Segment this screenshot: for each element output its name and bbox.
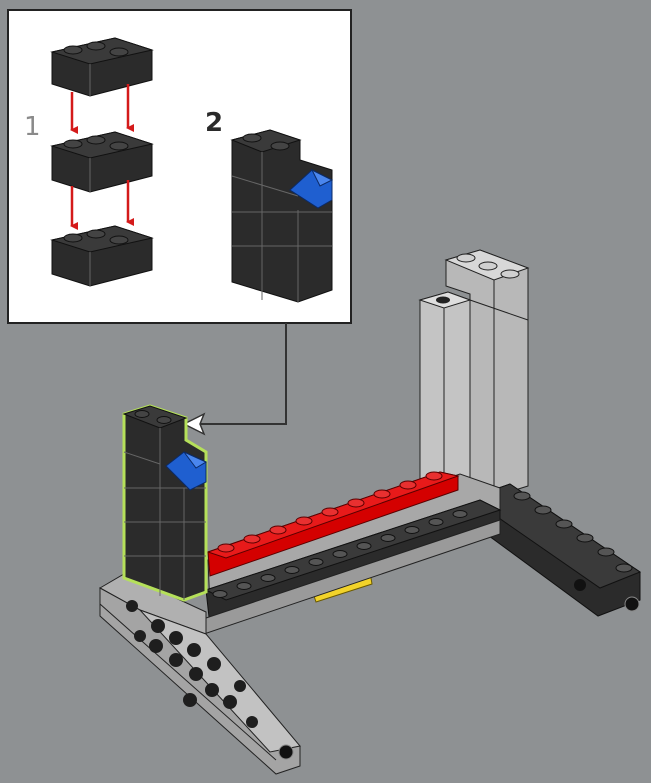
gray-right-tower	[418, 249, 530, 505]
black-brick-1x3-bottom	[50, 225, 154, 287]
step-1-bricks	[50, 37, 154, 287]
right-base-plate	[468, 483, 642, 617]
down-arrow-icon	[70, 84, 134, 230]
black-brick-1x3-top	[50, 37, 154, 97]
step-1-label: 1	[24, 112, 41, 142]
red-long-plate	[206, 471, 460, 577]
callout-pointer-arrow-icon	[182, 323, 287, 436]
step-2-assembly	[230, 129, 334, 303]
main-model	[98, 249, 642, 775]
step-2-label: 2	[205, 108, 224, 138]
black-brick-1x3-middle	[50, 131, 154, 193]
left-base-plate	[98, 573, 301, 775]
blue-slope-brick	[289, 168, 334, 209]
left-tower-highlighted	[122, 404, 208, 602]
blue-slope-brick-model	[165, 451, 208, 491]
black-studs-cluster	[126, 600, 294, 760]
